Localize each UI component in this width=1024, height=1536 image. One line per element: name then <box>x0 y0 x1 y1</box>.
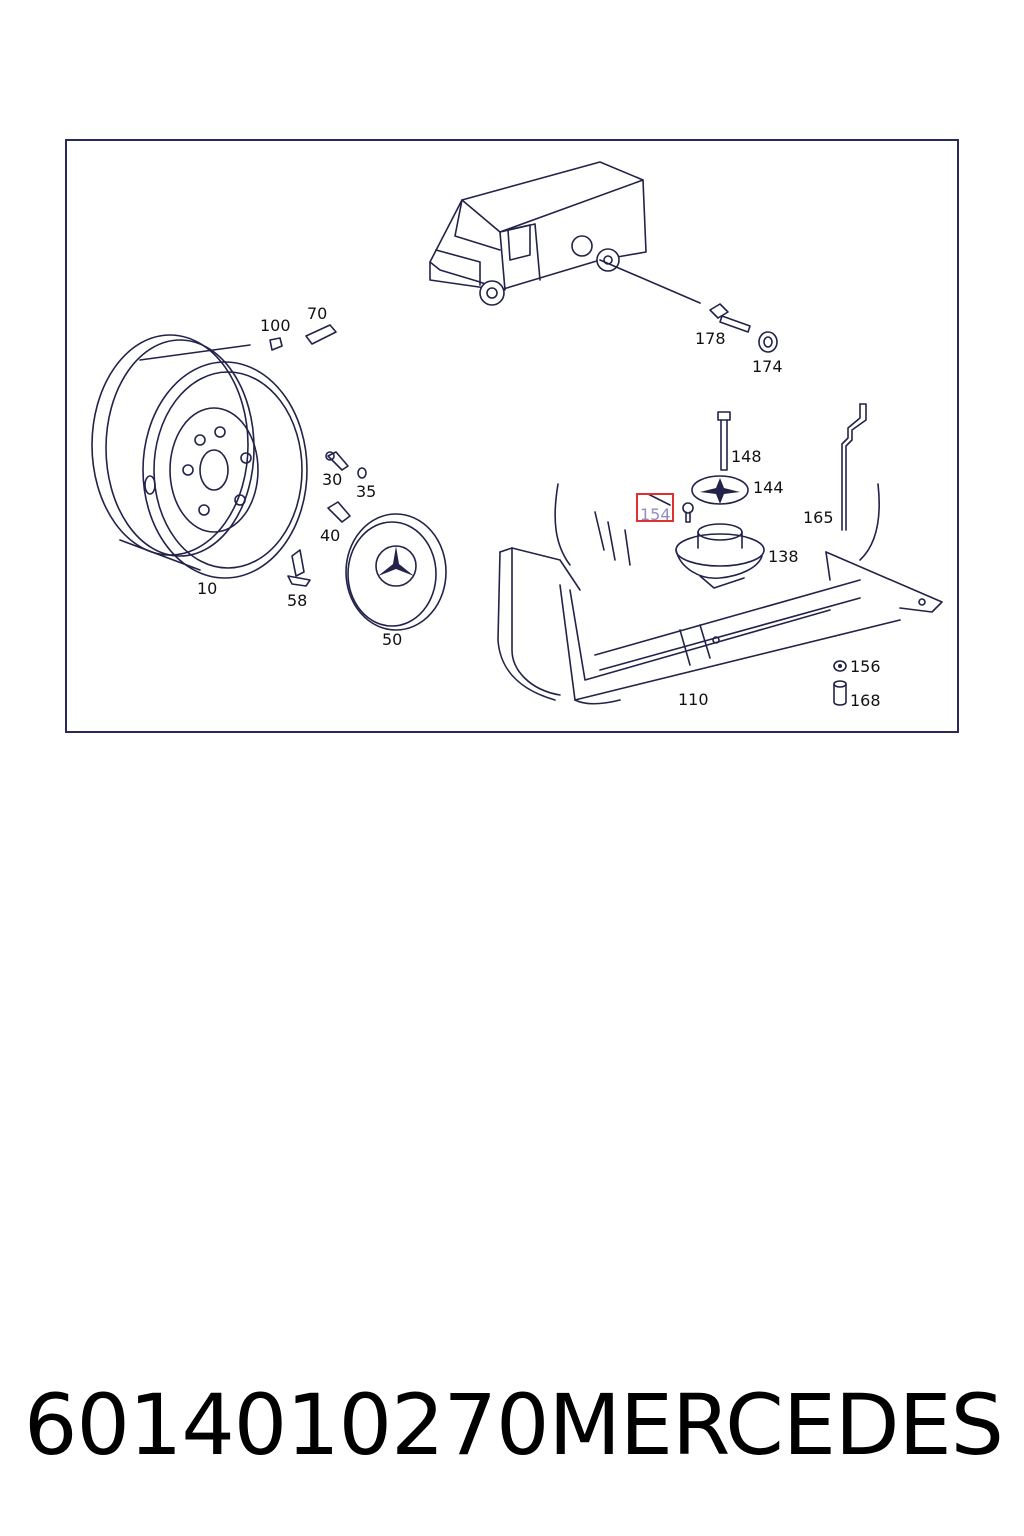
callout-156: 156 <box>850 657 881 676</box>
hubcap-50 <box>345 513 447 631</box>
callout-50: 50 <box>382 630 402 649</box>
van-illustration <box>429 161 701 306</box>
highlight-box <box>636 493 674 522</box>
callout-58: 58 <box>287 591 307 610</box>
bolt-40 <box>327 501 351 523</box>
valve-30 <box>325 451 349 471</box>
carrier-110 <box>497 483 943 705</box>
caption-row: 6014010270 MERCEDES <box>0 1370 1024 1480</box>
brand-name: MERCEDES <box>548 1376 1004 1474</box>
holder-138 <box>675 523 765 589</box>
cap-35 <box>357 467 367 479</box>
callout-168: 168 <box>850 691 881 710</box>
callout-165: 165 <box>803 508 834 527</box>
callout-110: 110 <box>678 690 709 709</box>
bolt-154 <box>647 493 694 523</box>
part-70 <box>305 324 337 345</box>
callout-70: 70 <box>307 304 327 323</box>
sleeve-168 <box>833 680 847 706</box>
parts-diagram: 100 70 178 174 148 144 154 165 138 30 35… <box>91 161 943 710</box>
wheel-rim-10 <box>91 334 308 579</box>
callout-154: 154 <box>640 505 671 524</box>
callout-35: 35 <box>356 482 376 501</box>
bolt-148 <box>717 411 731 471</box>
part-number: 6014010270 <box>24 1376 549 1474</box>
callout-144: 144 <box>753 478 784 497</box>
callout-30: 30 <box>322 470 342 489</box>
weight-58 <box>287 549 311 587</box>
callout-10: 10 <box>197 579 217 598</box>
diagram-frame <box>65 139 959 733</box>
washer-174 <box>758 331 778 353</box>
callout-174: 174 <box>752 357 783 376</box>
part-100 <box>269 337 283 351</box>
callout-148: 148 <box>731 447 762 466</box>
rod-165 <box>841 403 867 531</box>
callout-138: 138 <box>768 547 799 566</box>
bolt-178 <box>709 303 751 333</box>
knob-144 <box>691 475 749 505</box>
callout-178: 178 <box>695 329 726 348</box>
nut-156 <box>833 660 847 672</box>
callout-40: 40 <box>320 526 340 545</box>
callout-100: 100 <box>260 316 291 335</box>
